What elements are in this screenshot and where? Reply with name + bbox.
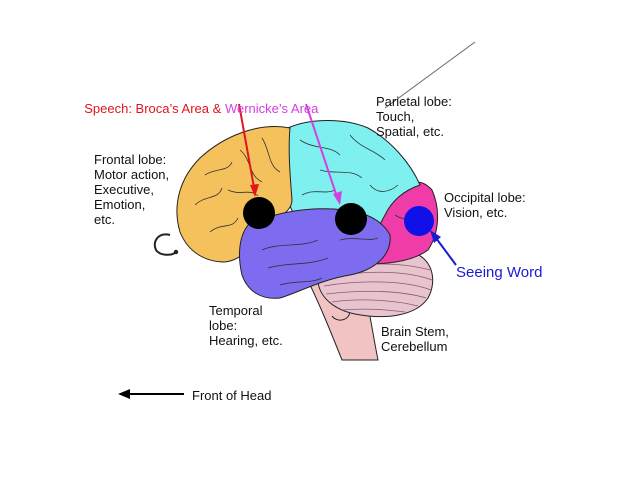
- hook-icon: [153, 233, 177, 256]
- wernicke-arrowhead: [333, 191, 342, 205]
- front-of-head-label: Front of Head: [192, 388, 272, 403]
- seeing-word-label: Seeing Word: [456, 264, 543, 281]
- front-of-head-arrowhead: [118, 389, 130, 399]
- vision-area-dot: [404, 206, 434, 236]
- frontal-label: Frontal lobe: Motor action, Executive, E…: [94, 152, 170, 227]
- hook-tip-dot: [173, 249, 179, 255]
- parietal-label: Parietal lobe: Touch, Spatial, etc.: [376, 94, 452, 139]
- diagonal-line: [384, 41, 476, 109]
- wernicke-area-dot: [335, 203, 367, 235]
- broca-arrow: [238, 103, 256, 194]
- broca-label: Speech: Broca’s Area: [84, 101, 210, 116]
- occipital-label: Occipital lobe: Vision, etc.: [444, 190, 526, 220]
- wernicke-arrow: [305, 103, 339, 201]
- brainstem-label: Brain Stem, Cerebellum: [381, 324, 449, 354]
- ampersand-text: &: [209, 101, 225, 116]
- temporal-label: Temporal lobe: Hearing, etc.: [209, 303, 283, 348]
- speech-title: Speech: Broca’s Area & Wernicke’s Area: [77, 86, 318, 116]
- seeing-word-arrowhead: [430, 230, 441, 243]
- brain-folds: [194, 134, 426, 286]
- broca-arrowhead: [250, 184, 259, 197]
- broca-area-dot: [243, 197, 275, 229]
- wernicke-label: Wernicke’s Area: [224, 101, 319, 116]
